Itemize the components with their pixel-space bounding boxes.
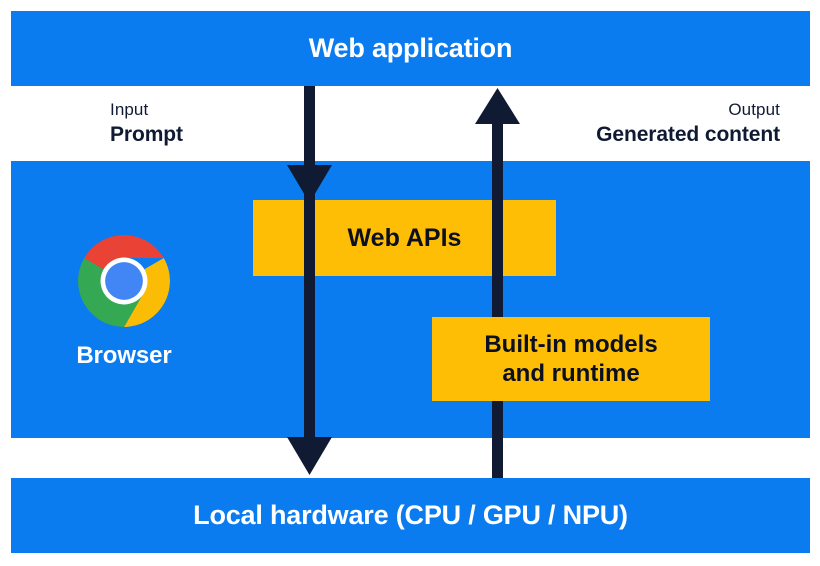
box-builtin-models-line1: Built-in models	[484, 330, 658, 358]
output-caption-kicker: Output	[728, 100, 780, 119]
input-caption-kicker: Input	[110, 100, 149, 119]
box-builtin-models-label: Built-in models and runtime	[484, 330, 657, 389]
input-caption: Input Prompt	[110, 100, 183, 147]
input-caption-value: Prompt	[110, 122, 183, 146]
chrome-logo-red	[104, 235, 164, 270]
band-web-application-label: Web application	[308, 32, 513, 63]
chrome-logo-core	[105, 262, 143, 300]
chrome-logo	[78, 235, 170, 327]
band-local-hardware: Local hardware (CPU / GPU / NPU)	[11, 478, 810, 553]
box-builtin-models-line2: and runtime	[502, 360, 640, 387]
chrome-logo-green	[78, 258, 144, 327]
output-caption-value: Generated content	[596, 122, 780, 146]
band-browser-label: Browser	[76, 342, 172, 369]
chrome-logo-yellow	[124, 258, 170, 327]
box-web-apis: Web APIs	[253, 200, 556, 276]
band-local-hardware-label: Local hardware (CPU / GPU / NPU)	[193, 499, 628, 530]
chrome-logo-red-sliver	[84, 235, 124, 270]
box-builtin-models: Built-in models and runtime	[432, 317, 710, 401]
output-caption: Output Generated content	[596, 100, 780, 147]
band-web-application: Web application	[11, 11, 810, 86]
box-web-apis-label: Web APIs	[347, 223, 462, 252]
